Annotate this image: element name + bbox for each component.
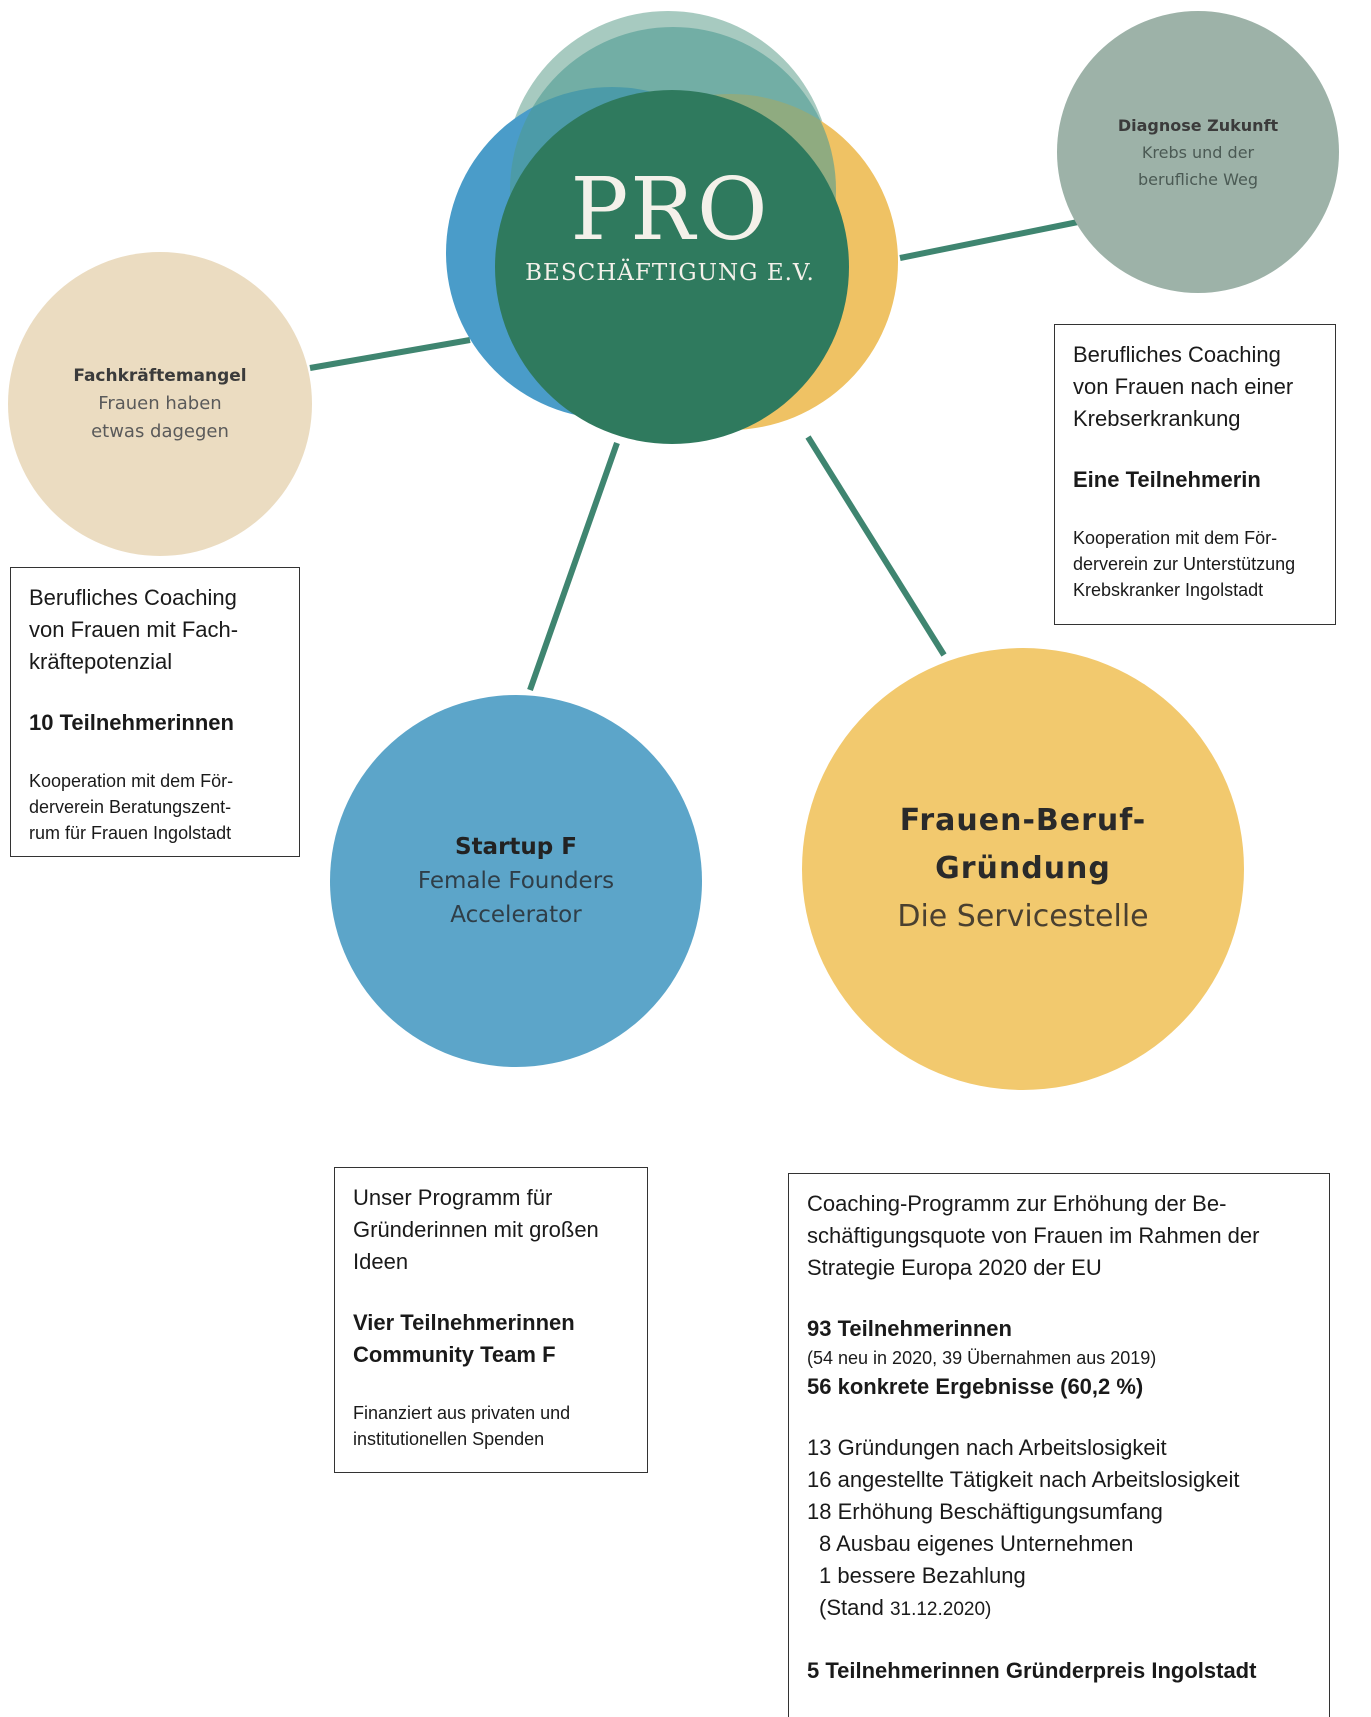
box-team-name: Community Team F: [353, 1342, 556, 1367]
logo-subtitle: BESCHÄFTIGUNG E.V.: [525, 260, 815, 286]
logo-text: PRO BESCHÄFTIGUNG E.V.: [470, 160, 870, 286]
circle-subtitle: Die Servicestelle: [897, 899, 1149, 934]
box-note-line: Kooperation mit dem För-: [1073, 528, 1278, 548]
box-note-line: derverein zur Unterstützung: [1073, 554, 1296, 574]
circle-title: Fachkräftemangel: [73, 366, 247, 386]
circle-title: Gründung: [935, 851, 1111, 886]
box-note-line: Finanziert aus privaten und: [353, 1403, 571, 1423]
box-result-item: 8 Ausbau eigenes Unternehmen: [819, 1531, 1134, 1556]
box-results: 56 konkrete Ergebnisse (60,2 %): [807, 1374, 1144, 1399]
box-text-line: Coaching-Programm zur Erhöhung der Be-: [807, 1191, 1227, 1216]
info-box-startup: Unser Programm für Gründerinnen mit groß…: [334, 1167, 648, 1473]
logo-title: PRO: [570, 160, 770, 260]
circle-diagnose-zukunft: Diagnose Zukunft Krebs und der beruflich…: [1057, 11, 1339, 293]
circle-startup-f: Startup F Female Founders Accelerator: [330, 695, 702, 1067]
box-stand-date: (Stand 31.12.2020): [807, 1592, 1311, 1626]
logo-circle-green: [495, 90, 849, 444]
box-count-detail: (54 neu in 2020, 39 Übernahmen aus 2019): [807, 1348, 1157, 1368]
box-participant-count: 10 Teilnehmerinnen: [29, 710, 234, 735]
box-note-line: Kooperation mit dem För-: [29, 771, 234, 791]
circle-frauen-beruf-gruendung: Frauen-Beruf- Gründung Die Servicestelle: [802, 648, 1244, 1090]
box-text-line: Unser Programm für: [353, 1185, 553, 1210]
box-text-line: von Frauen nach einer: [1073, 374, 1294, 399]
circle-title: Diagnose Zukunft: [1117, 115, 1279, 135]
box-participant-count: Vier Teilnehmerinnen: [353, 1310, 575, 1335]
connector-startup: [527, 442, 620, 691]
box-participant-count: Eine Teilnehmerin: [1073, 467, 1261, 492]
circle-title: Frauen-Beruf-: [899, 803, 1147, 838]
connector-fachkraefte: [309, 337, 471, 371]
info-box-frauen-beruf: Coaching-Programm zur Erhöhung der Be- s…: [788, 1173, 1330, 1717]
box-text-line: schäftigungsquote von Frauen im Rahmen d…: [807, 1223, 1260, 1248]
circle-subtitle: etwas dagegen: [91, 421, 229, 442]
box-note-line: institutionellen Spenden: [353, 1429, 545, 1449]
circle-fachkraeftemangel: Fachkräftemangel Frauen haben etwas dage…: [8, 252, 312, 556]
box-participant-count: 93 Teilnehmerinnen: [807, 1316, 1012, 1341]
info-box-diagnose: Berufliches Coaching von Frauen nach ein…: [1054, 324, 1336, 625]
box-text-line: Krebserkrankung: [1073, 406, 1241, 431]
box-text-line: kräftepotenzial: [29, 649, 173, 674]
box-text-line: von Frauen mit Fach-: [29, 617, 239, 642]
circle-subtitle: Female Founders: [417, 868, 615, 894]
circle-subtitle: Accelerator: [450, 902, 582, 928]
box-text-line: Ideen: [353, 1249, 409, 1274]
box-text-line: Berufliches Coaching: [1073, 342, 1281, 367]
box-award: 5 Teilnehmerinnen Gründerpreis Ingolstad…: [807, 1658, 1257, 1683]
circle-subtitle: berufliche Weg: [1138, 169, 1258, 189]
box-text-line: Berufliches Coaching: [29, 585, 237, 610]
circle-subtitle: Krebs und der: [1141, 142, 1255, 162]
box-stand-value: 31.12.2020): [889, 1599, 992, 1620]
box-result-item: 13 Gründungen nach Arbeitslosigkeit: [807, 1435, 1167, 1460]
box-text-line: Strategie Europa 2020 der EU: [807, 1255, 1102, 1280]
connector-frauen: [805, 435, 947, 657]
circle-subtitle: Frauen haben: [98, 393, 222, 414]
box-stand-label: (Stand: [819, 1595, 884, 1620]
box-note-line: derverein Beratungszent-: [29, 797, 232, 817]
box-note-line: rum für Frauen Ingolstadt: [29, 823, 232, 843]
info-box-fachkraefte: Berufliches Coaching von Frauen mit Fach…: [10, 567, 300, 857]
connector-diagnose: [899, 219, 1079, 261]
box-result-item: 18 Erhöhung Beschäftigungsumfang: [807, 1499, 1163, 1524]
box-text-line: Gründerinnen mit großen: [353, 1217, 599, 1242]
box-result-item: 16 angestellte Tätigkeit nach Arbeitslos…: [807, 1467, 1240, 1492]
box-result-item: 1 bessere Bezahlung: [819, 1563, 1026, 1588]
box-note-line: Krebskranker Ingolstadt: [1073, 580, 1264, 600]
circle-title: Startup F: [455, 834, 577, 860]
